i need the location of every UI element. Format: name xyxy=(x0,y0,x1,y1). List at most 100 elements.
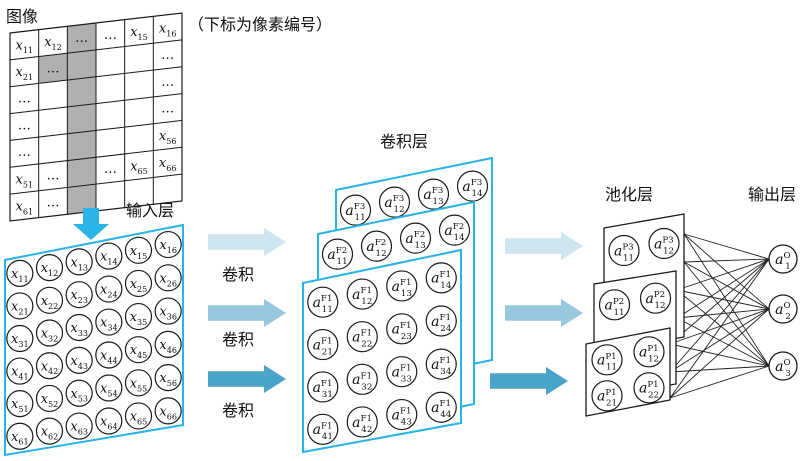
connection-line xyxy=(676,258,770,291)
pixel-x21: x21 xyxy=(16,65,34,82)
input-neuron-x61: x61 xyxy=(11,430,29,447)
grid-line xyxy=(9,39,183,61)
input-neuron-circle xyxy=(95,374,123,402)
input-neuron-x12: x12 xyxy=(41,261,59,278)
input-neuron-circle xyxy=(65,379,93,407)
input-neuron-x43: x43 xyxy=(70,354,88,371)
input-neuron-circle xyxy=(35,254,64,282)
input-neuron-x51: x51 xyxy=(11,397,29,414)
convolution-arrows xyxy=(208,228,286,393)
input-neuron-circle xyxy=(154,364,182,392)
connection-line xyxy=(683,233,770,260)
pixel-ellipsis: … xyxy=(161,102,174,117)
input-neuron-circle xyxy=(95,275,123,303)
input-layer-label: 输入层 xyxy=(126,201,174,220)
pixel-ellipsis: … xyxy=(18,145,31,160)
input-neuron-circle xyxy=(6,259,34,287)
input-neuron-circle xyxy=(154,330,182,358)
connection-line xyxy=(683,258,770,263)
feature-map-F1-frame xyxy=(302,248,462,454)
input-neuron-x16: x16 xyxy=(159,238,177,255)
grid-line xyxy=(9,93,183,115)
conv-neuron-circle xyxy=(346,321,378,353)
input-neuron-x33: x33 xyxy=(70,321,88,338)
input-neuron-circle xyxy=(154,230,182,259)
input-neuron-x24: x24 xyxy=(100,283,118,300)
input-neuron-x15: x15 xyxy=(130,244,148,261)
connection-line xyxy=(669,258,770,373)
connection-line xyxy=(683,261,770,367)
input-neuron-circle xyxy=(124,269,153,298)
input-neuron-circle xyxy=(35,384,64,413)
conv-neuron-circle xyxy=(386,313,418,345)
connection-line xyxy=(669,343,770,367)
input-neuron-x25: x25 xyxy=(130,277,148,294)
connection-line xyxy=(676,308,770,319)
input-neuron-circle xyxy=(65,248,93,276)
input-neuron-circle xyxy=(6,357,34,385)
pool-neuron-circle xyxy=(608,234,640,267)
conv-arrow-label-3: 卷积 xyxy=(222,401,254,420)
shaded-pixel-cell xyxy=(67,76,96,107)
conv-neuron-circle xyxy=(378,186,411,218)
input-neuron-x56: x56 xyxy=(159,371,177,388)
conv-neuron-circle xyxy=(386,356,418,388)
pool-arrow-dark xyxy=(490,367,568,395)
input-neuron-circle xyxy=(95,308,123,336)
input-neuron-x26: x26 xyxy=(159,271,177,288)
conv-neuron-circle xyxy=(307,371,339,403)
conv-layer-label: 卷积层 xyxy=(380,132,428,151)
input-neuron-x21: x21 xyxy=(11,299,29,316)
input-neuron-circle xyxy=(6,390,34,418)
input-neuron-x64: x64 xyxy=(100,415,118,432)
conv-arrow-dark xyxy=(208,365,286,393)
conv-neuron-circle xyxy=(346,278,378,310)
pixel-ellipsis: … xyxy=(18,91,31,106)
input-neuron-circle xyxy=(154,297,182,325)
conv-neuron-circle xyxy=(386,270,418,302)
pixel-x12: x12 xyxy=(44,35,62,52)
input-neuron-x44: x44 xyxy=(100,349,118,366)
input-neuron-circle xyxy=(65,281,93,309)
conv-neuron-circle xyxy=(346,363,378,395)
shaded-pixel-cell xyxy=(67,49,96,81)
connection-line xyxy=(683,261,770,310)
shaded-pixel-cell xyxy=(67,184,96,215)
conv-arrow-label-2: 卷积 xyxy=(222,330,254,349)
shaded-pixel-cell xyxy=(67,23,96,54)
grid-line xyxy=(9,173,183,195)
conv-arrow-mid xyxy=(208,299,286,327)
input-neuron-x11: x11 xyxy=(11,267,29,284)
pool-neuron-circle xyxy=(633,336,665,368)
input-neuron-circle xyxy=(124,369,153,397)
shaded-pixel-cell xyxy=(67,157,96,188)
shaded-pixel-cell xyxy=(67,130,96,161)
conv-neuron-circle xyxy=(346,406,378,438)
input-neuron-circle xyxy=(35,286,64,314)
connection-line xyxy=(669,258,770,345)
input-neuron-x46: x46 xyxy=(159,338,177,355)
pixel-x66: x66 xyxy=(159,156,177,173)
conv-neuron-circle xyxy=(425,348,457,380)
connection-line xyxy=(676,258,770,319)
input-neuron-circle xyxy=(6,292,34,320)
shaded-pixel-cell xyxy=(38,53,68,84)
pool-neuron-circle xyxy=(598,289,631,321)
pool-arrow-light xyxy=(505,232,583,260)
